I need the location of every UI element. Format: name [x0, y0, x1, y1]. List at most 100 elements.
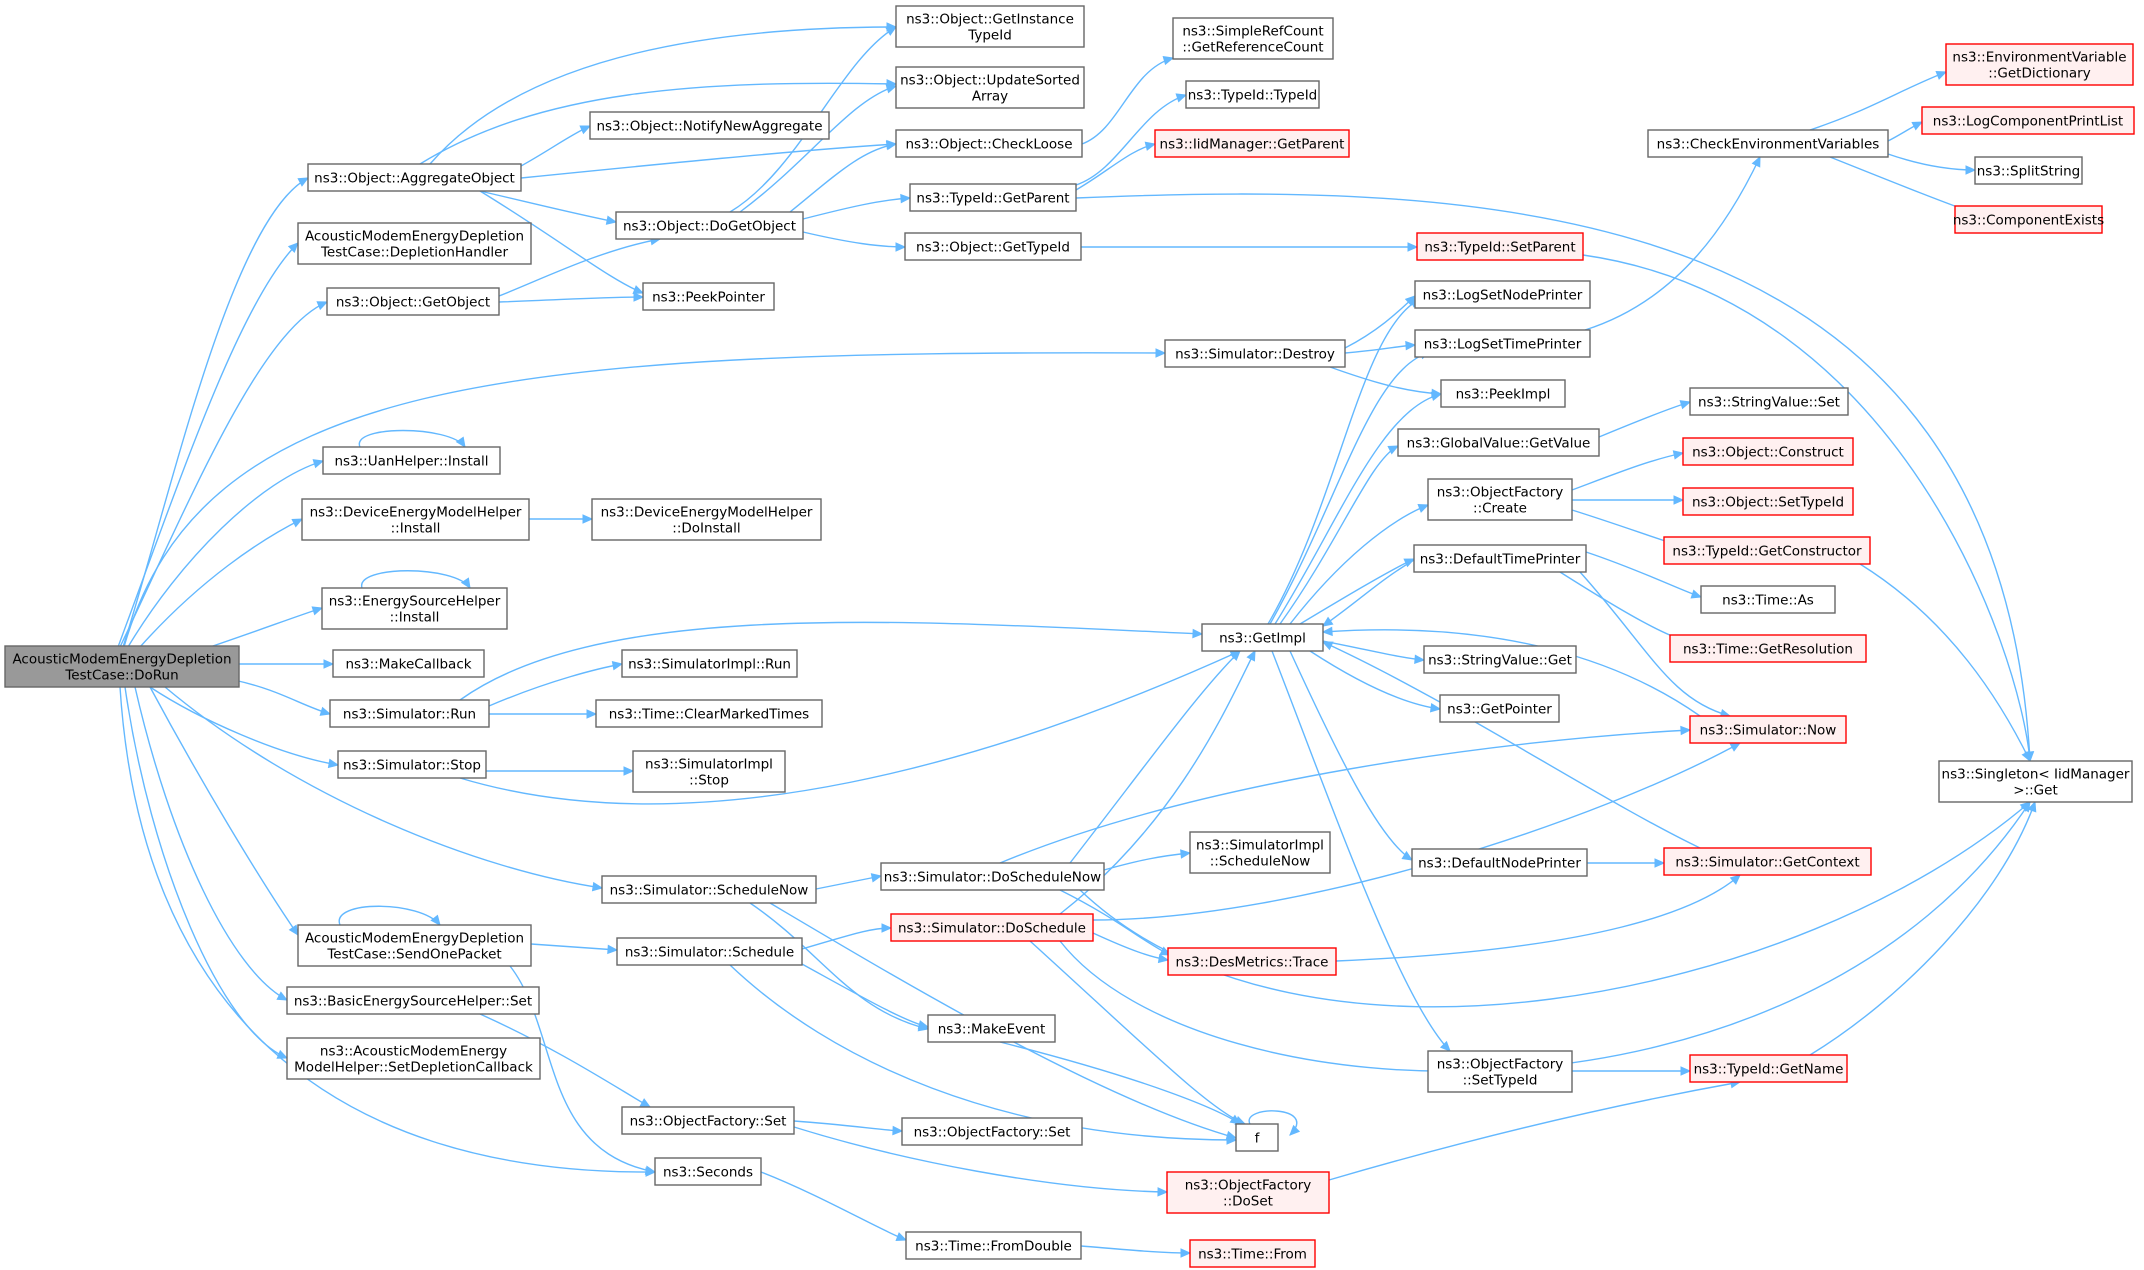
node-box-logCompPrint[interactable] — [1921, 106, 2135, 135]
node-box-doGetObj[interactable] — [615, 211, 804, 240]
node-box-ofCreate[interactable] — [1427, 478, 1573, 521]
node-box-defTimePr[interactable] — [1413, 544, 1587, 573]
node-ofSetTid[interactable]: ns3::ObjectFactory::SetTypeId — [1427, 1050, 1573, 1093]
node-getPointer[interactable]: ns3::GetPointer — [1439, 694, 1560, 723]
node-simImplRun[interactable]: ns3::SimulatorImpl::Run — [621, 649, 798, 678]
node-box-simImplSchedNow[interactable] — [1189, 831, 1331, 874]
node-box-demhDoInst[interactable] — [591, 498, 822, 541]
node-doSched[interactable]: ns3::Simulator::DoSchedule — [890, 913, 1094, 942]
node-mkEvent[interactable]: ns3::MakeEvent — [927, 1014, 1056, 1043]
node-box-tidGetCtor[interactable] — [1663, 536, 1871, 565]
node-simDestroy[interactable]: ns3::Simulator::Destroy — [1164, 339, 1346, 368]
node-eshInst[interactable]: ns3::EnergySourceHelper::Install — [321, 587, 508, 630]
node-tidTid[interactable]: ns3::TypeId::TypeId — [1185, 80, 1320, 109]
node-fromDouble[interactable]: ns3::Time::FromDouble — [905, 1231, 1082, 1260]
node-envGetDict[interactable]: ns3::EnvironmentVariable::GetDictionary — [1945, 43, 2134, 86]
node-box-timeGetRes[interactable] — [1669, 634, 1867, 663]
node-box-simDestroy[interactable] — [1164, 339, 1346, 368]
node-box-simStop[interactable] — [337, 750, 487, 779]
node-box-svGet[interactable] — [1423, 645, 1577, 674]
node-box-notifyAgg[interactable] — [589, 111, 830, 140]
node-box-doSchedNow[interactable] — [880, 862, 1105, 891]
node-box-tidTid[interactable] — [1185, 80, 1320, 109]
node-aggObj[interactable]: ns3::Object::AggregateObject — [307, 163, 522, 192]
node-box-uanInst[interactable] — [322, 446, 501, 475]
node-box-objSetTid[interactable] — [1682, 487, 1854, 516]
node-svGet[interactable]: ns3::StringValue::Get — [1423, 645, 1577, 674]
node-box-timeAs[interactable] — [1700, 585, 1836, 614]
node-simImplSchedNow[interactable]: ns3::SimulatorImpl::ScheduleNow — [1189, 831, 1331, 874]
node-objConstruct[interactable]: ns3::Object::Construct — [1682, 437, 1854, 466]
node-box-fromDouble[interactable] — [905, 1231, 1082, 1260]
node-box-tidGetParent[interactable] — [909, 183, 1077, 212]
node-box-clrMarked[interactable] — [595, 699, 823, 728]
node-getImpl[interactable]: ns3::GetImpl — [1201, 623, 1324, 652]
node-simImplStop[interactable]: ns3::SimulatorImpl::Stop — [632, 750, 786, 793]
node-clrMarked[interactable]: ns3::Time::ClearMarkedTimes — [595, 699, 823, 728]
node-box-peekPtr[interactable] — [642, 282, 775, 311]
node-setDepl[interactable]: ns3::AcousticModemEnergyModelHelper::Set… — [286, 1037, 541, 1080]
node-tidGetParent[interactable]: ns3::TypeId::GetParent — [909, 183, 1077, 212]
node-singleton[interactable]: ns3::Singleton< IidManager>::Get — [1938, 760, 2133, 803]
node-compExists[interactable]: ns3::ComponentExists — [1953, 205, 2104, 234]
node-box-root[interactable] — [4, 645, 240, 688]
node-mkCb[interactable]: ns3::MakeCallback — [332, 649, 485, 678]
node-ofDoSet[interactable]: ns3::ObjectFactory::DoSet — [1166, 1171, 1330, 1214]
node-box-defNodePr[interactable] — [1411, 848, 1588, 877]
node-box-objGetTid[interactable] — [904, 232, 1082, 261]
node-objGetTid[interactable]: ns3::Object::GetTypeId — [904, 232, 1082, 261]
node-box-getObj[interactable] — [326, 287, 500, 316]
node-box-eshInst[interactable] — [321, 587, 508, 630]
node-ofSet2[interactable]: ns3::ObjectFactory::Set — [901, 1117, 1083, 1146]
node-tidGetName[interactable]: ns3::TypeId::GetName — [1689, 1054, 1848, 1083]
node-getObj[interactable]: ns3::Object::GetObject — [326, 287, 500, 316]
node-timeAs[interactable]: ns3::Time::As — [1700, 585, 1836, 614]
node-box-doSched[interactable] — [890, 913, 1094, 942]
node-tidGetCtor[interactable]: ns3::TypeId::GetConstructor — [1663, 536, 1871, 565]
node-box-besSet[interactable] — [286, 986, 540, 1015]
node-simGetCtx[interactable]: ns3::Simulator::GetContext — [1663, 847, 1872, 876]
node-box-demhInst[interactable] — [301, 498, 530, 541]
node-box-setDepl[interactable] — [286, 1037, 541, 1080]
node-box-tidGetName[interactable] — [1689, 1054, 1848, 1083]
node-notifyAgg[interactable]: ns3::Object::NotifyNewAggregate — [589, 111, 830, 140]
node-simStop[interactable]: ns3::Simulator::Stop — [337, 750, 487, 779]
node-seconds[interactable]: ns3::Seconds — [654, 1157, 762, 1186]
node-defNodePr[interactable]: ns3::DefaultNodePrinter — [1411, 848, 1588, 877]
node-box-getImpl[interactable] — [1201, 623, 1324, 652]
node-box-iidGetParent[interactable] — [1154, 129, 1350, 158]
node-demhInst[interactable]: ns3::DeviceEnergyModelHelper::Install — [301, 498, 530, 541]
node-box-simImplStop[interactable] — [632, 750, 786, 793]
node-sendOne[interactable]: AcousticModemEnergyDepletionTestCase::Se… — [297, 924, 532, 967]
node-box-splitStr[interactable] — [1974, 156, 2083, 185]
node-box-peekImpl[interactable] — [1440, 379, 1566, 408]
node-box-objConstruct[interactable] — [1682, 437, 1854, 466]
node-box-simSched[interactable] — [616, 937, 803, 966]
node-schedNow[interactable]: ns3::Simulator::ScheduleNow — [601, 875, 817, 904]
node-logSetTime[interactable]: ns3::LogSetTimePrinter — [1414, 329, 1591, 358]
node-uanInst[interactable]: ns3::UanHelper::Install — [322, 446, 501, 475]
node-box-envGetDict[interactable] — [1945, 43, 2134, 86]
node-box-mkCb[interactable] — [332, 649, 485, 678]
node-box-deplH[interactable] — [297, 222, 532, 265]
node-besSet[interactable]: ns3::BasicEnergySourceHelper::Set — [286, 986, 540, 1015]
node-box-checkEnv[interactable] — [1647, 129, 1889, 158]
node-box-getInst[interactable] — [895, 5, 1085, 48]
node-ofSet[interactable]: ns3::ObjectFactory::Set — [621, 1106, 795, 1135]
node-doGetObj[interactable]: ns3::Object::DoGetObject — [615, 211, 804, 240]
node-box-tidSetParent[interactable] — [1416, 232, 1584, 261]
node-box-simRun[interactable] — [329, 699, 490, 728]
node-box-desTrace[interactable] — [1167, 947, 1337, 976]
node-box-ofSetTid[interactable] — [1427, 1050, 1573, 1093]
node-box-simGetCtx[interactable] — [1663, 847, 1872, 876]
node-deplH[interactable]: AcousticModemEnergyDepletionTestCase::De… — [297, 222, 532, 265]
node-box-mkEvent[interactable] — [927, 1014, 1056, 1043]
node-demhDoInst[interactable]: ns3::DeviceEnergyModelHelper::DoInstall — [591, 498, 822, 541]
node-srcGetRef[interactable]: ns3::SimpleRefCount::GetReferenceCount — [1172, 17, 1334, 60]
node-simRun[interactable]: ns3::Simulator::Run — [329, 699, 490, 728]
node-logCompPrint[interactable]: ns3::LogComponentPrintList — [1921, 106, 2135, 135]
node-box-ofDoSet[interactable] — [1166, 1171, 1330, 1214]
node-root[interactable]: AcousticModemEnergyDepletionTestCase::Do… — [4, 645, 240, 688]
node-fNode[interactable]: f — [1235, 1123, 1279, 1152]
